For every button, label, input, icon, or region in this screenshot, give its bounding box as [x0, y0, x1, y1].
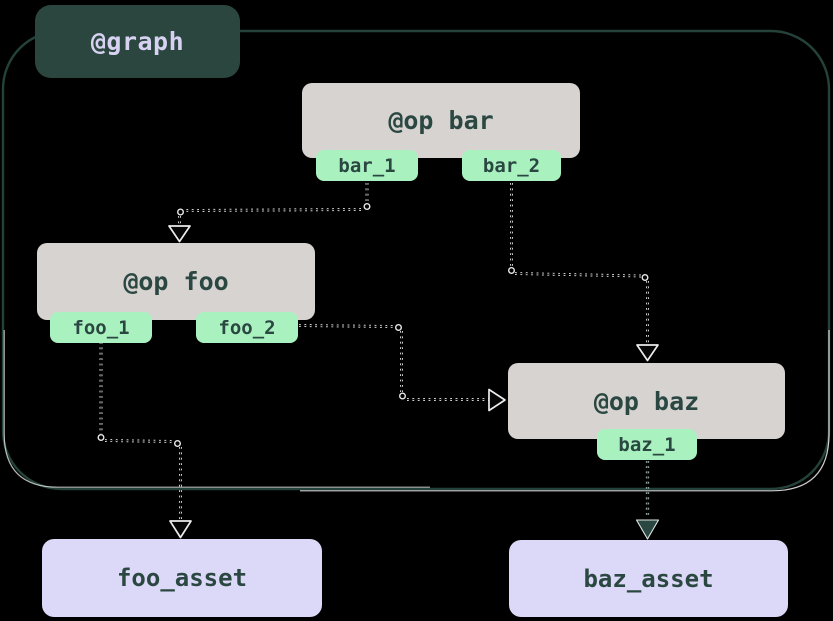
graph-label-text: @graph: [90, 27, 185, 56]
edge-joint: [641, 274, 649, 282]
edge-joint: [395, 324, 403, 332]
output-tag-bar-2-label: bar_2: [482, 154, 541, 177]
output-tag-bar-1-label: bar_1: [338, 154, 396, 177]
output-tag-foo-2: foo_2: [196, 312, 298, 343]
asset-baz-label: baz_asset: [583, 564, 714, 593]
output-tag-foo-1-label: foo_1: [72, 316, 130, 339]
edge-foo1-to-foo-asset: [97, 342, 192, 539]
graph-boundary-highlight-right: [300, 330, 830, 492]
edge-bar2-to-baz: [508, 183, 659, 362]
op-foo-title: @op foo: [123, 267, 229, 296]
edge-foo2-to-baz: [298, 324, 506, 412]
output-tag-baz-1-label: baz_1: [618, 433, 676, 456]
arrowhead-down-filled-icon: [635, 519, 660, 540]
graph-label: @graph: [35, 5, 240, 78]
asset-node-foo-asset: foo_asset: [42, 539, 322, 617]
asset-foo-label: foo_asset: [116, 564, 248, 592]
output-tag-foo-2-label: foo_2: [218, 316, 276, 339]
op-bar-title: @op bar: [388, 106, 494, 135]
edge-joint: [508, 267, 516, 275]
graph-boundary-highlight-left: [3, 330, 430, 488]
arrowhead-down-icon: [169, 520, 192, 539]
edge-joint: [176, 208, 184, 216]
edge-joint: [173, 440, 181, 448]
edge-joint: [363, 202, 371, 210]
output-tag-foo-1: foo_1: [50, 312, 152, 343]
arrowhead-right-icon: [488, 388, 506, 412]
output-tag-bar-2: bar_2: [462, 150, 561, 181]
op-node-baz: @op baz baz_1: [508, 363, 785, 460]
edge-baz1-to-baz-asset: [635, 461, 660, 540]
op-node-bar: @op bar bar_1 bar_2: [302, 83, 580, 181]
output-tag-baz-1: baz_1: [597, 429, 697, 460]
op-node-foo: @op foo foo_1 foo_2: [37, 243, 315, 343]
edge-joint: [399, 392, 407, 400]
arrowhead-down-icon: [168, 225, 191, 243]
asset-node-baz-asset: baz_asset: [509, 540, 788, 617]
edge-joint: [97, 434, 105, 442]
output-tag-bar-1: bar_1: [316, 150, 418, 181]
op-baz-title: @op baz: [593, 386, 700, 416]
edge-bar1-to-foo: [168, 183, 371, 243]
arrowhead-down-icon: [636, 344, 659, 362]
graph-boundary: [1, 29, 831, 491]
